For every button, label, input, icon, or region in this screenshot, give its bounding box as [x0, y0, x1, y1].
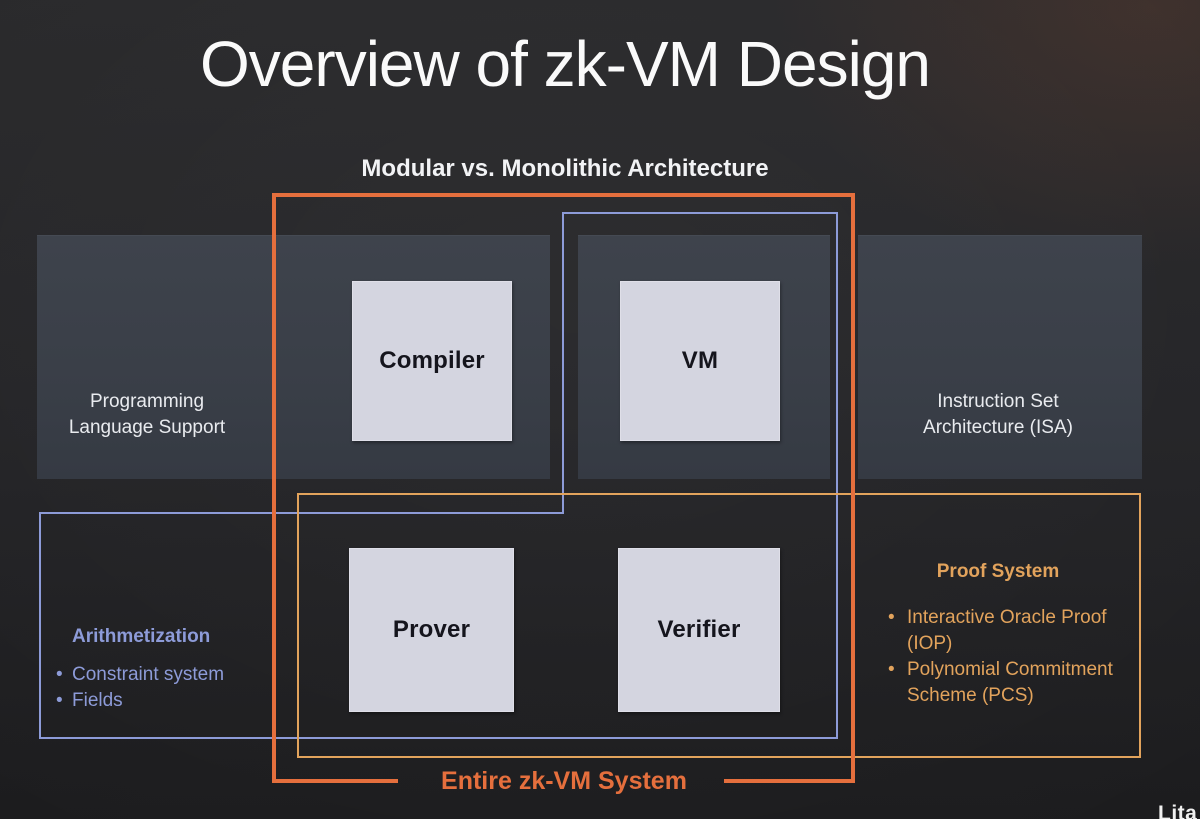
proof-system-outline [297, 493, 1141, 758]
isa-line2: Architecture (ISA) [923, 417, 1073, 438]
proof-system-bullet: Polynomial Commitment Scheme (PCS) [880, 657, 1116, 709]
programming-language-line2: Language Support [68, 417, 226, 438]
verifier-label: Verifier [657, 616, 741, 643]
verifier-box: Verifier [618, 548, 780, 712]
entire-zkvm-label: Entire zk-VM System [441, 767, 687, 795]
arithmetization-panel: Arithmetization Constraint system Fields [52, 625, 292, 714]
lita-watermark: Lita [1158, 802, 1198, 819]
band-isa [858, 235, 1142, 479]
arithmetization-heading: Arithmetization [72, 626, 211, 647]
prover-box: Prover [349, 548, 514, 712]
proof-system-panel: Proof System Interactive Oracle Proof (I… [880, 560, 1116, 709]
compiler-box: Compiler [352, 281, 512, 441]
zkvm-outline-bottom-left-segment [272, 779, 398, 783]
arithmetization-bullet: Fields [52, 688, 292, 714]
zkvm-system-outline [272, 193, 855, 783]
zkvm-outline-bottom-right-segment [724, 779, 855, 783]
isa-line1: Instruction Set [937, 391, 1059, 412]
proof-system-bullet: Interactive Oracle Proof (IOP) [880, 605, 1116, 657]
prover-label: Prover [392, 616, 471, 643]
arithmetization-bullet-list: Constraint system Fields [52, 662, 292, 714]
programming-language-label: Programming Language Support [42, 389, 252, 441]
vm-box: VM [620, 281, 780, 441]
arithmetization-bullet: Constraint system [52, 662, 292, 688]
architecture-subtitle: Modular vs. Monolithic Architecture [361, 155, 769, 182]
page-title: Overview of zk-VM Design [200, 28, 931, 100]
compiler-label: Compiler [379, 347, 485, 374]
programming-language-line1: Programming [89, 391, 205, 412]
isa-label: Instruction Set Architecture (ISA) [893, 389, 1103, 441]
proof-system-bullet-list: Interactive Oracle Proof (IOP) Polynomia… [880, 605, 1116, 709]
vm-label: VM [681, 347, 719, 374]
proof-system-heading: Proof System [936, 561, 1060, 582]
